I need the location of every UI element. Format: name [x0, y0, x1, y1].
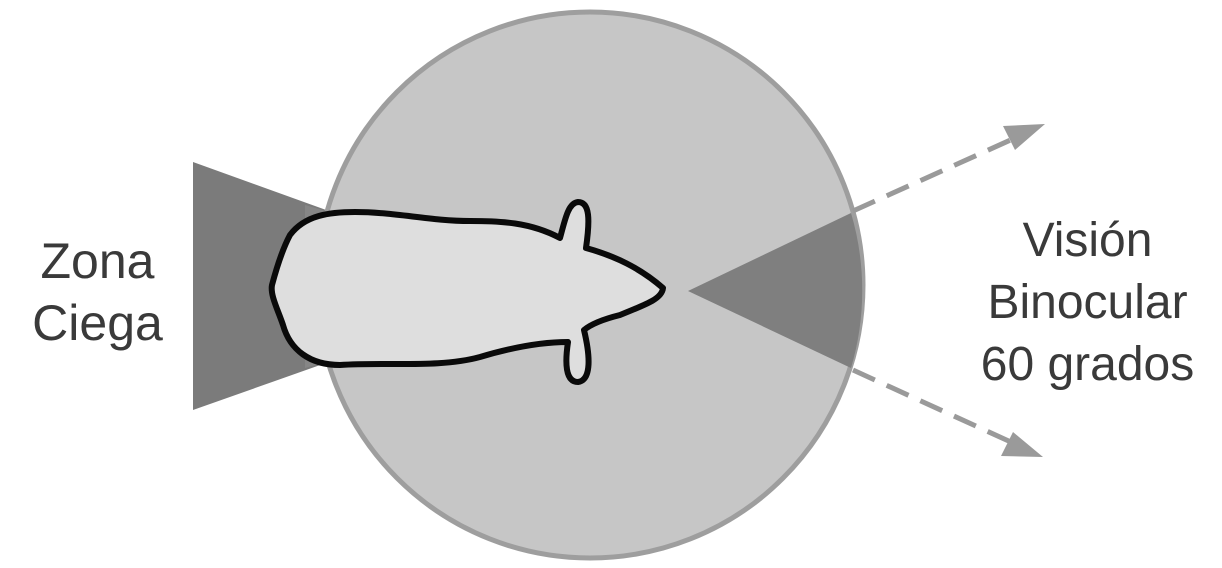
blind-zone-label: Zona Ciega [15, 230, 180, 354]
binocular-vision-label: Visión Binocular 60 grados [955, 210, 1220, 396]
binocular-vision-label-line1: Visión [955, 210, 1220, 272]
upper-arrow [853, 124, 1045, 211]
binocular-vision-label-line3: 60 grados [955, 334, 1220, 396]
blind-zone-label-line2: Ciega [15, 292, 180, 354]
blind-zone-label-line1: Zona [15, 230, 180, 292]
binocular-vision-label-line2: Binocular [955, 272, 1220, 334]
